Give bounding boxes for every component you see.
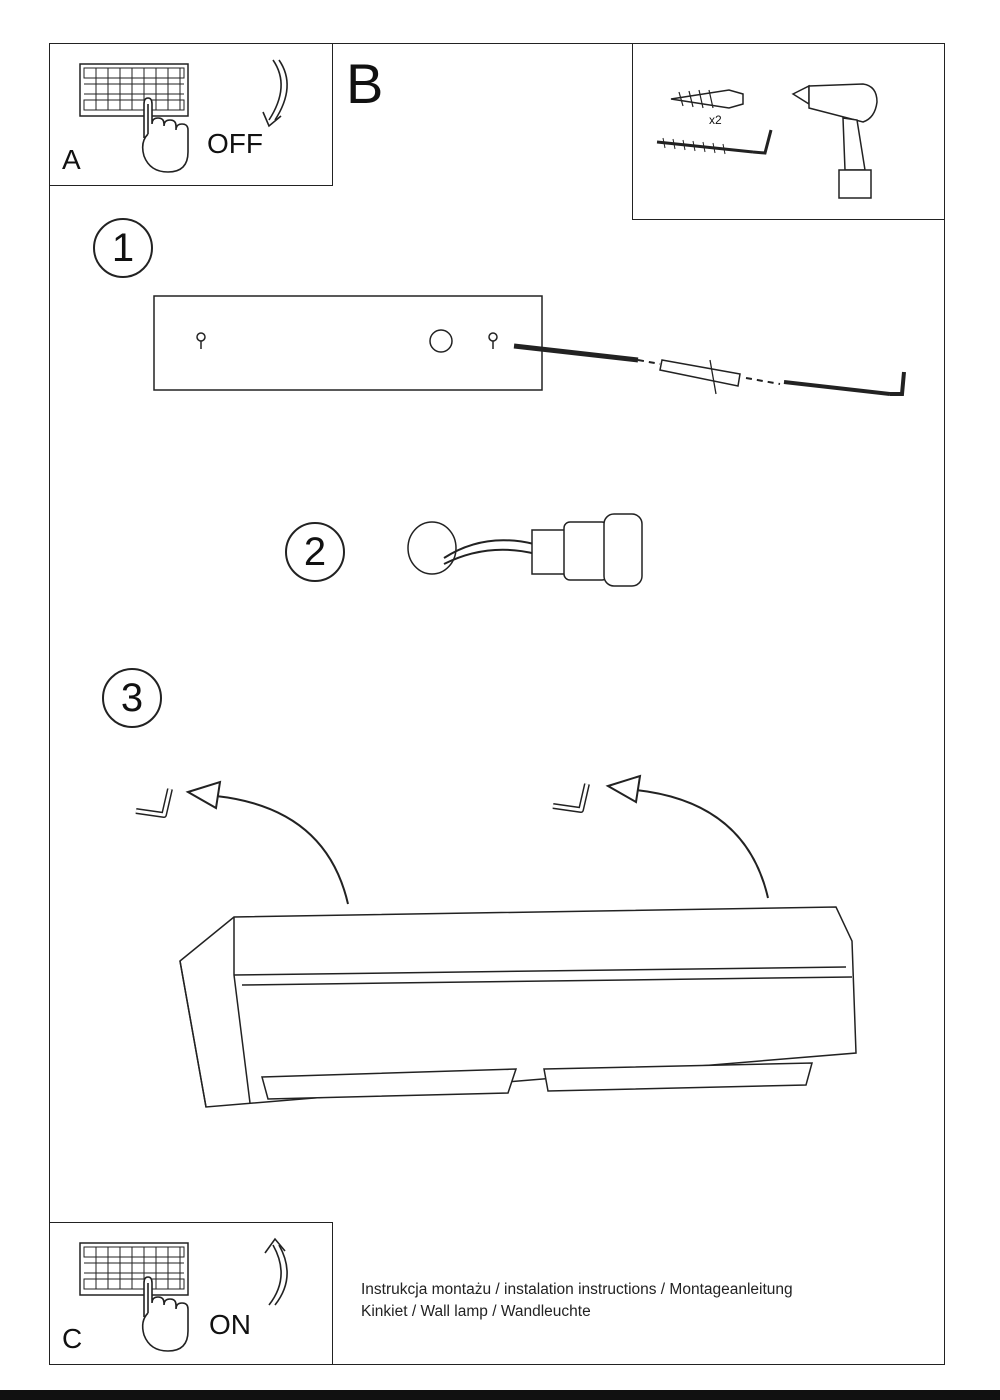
hook-screw-icon	[513, 343, 906, 396]
curved-arrow-icon	[264, 1237, 288, 1306]
panel-c-switch-text: ON	[209, 1309, 251, 1340]
panel-a: OFF A	[49, 43, 333, 186]
curved-arrow-icon	[605, 774, 769, 899]
panel-a-letter: A	[62, 144, 81, 175]
hand-icon	[141, 97, 189, 173]
hook-icon	[135, 788, 173, 818]
hook-screw-icon	[656, 129, 773, 155]
tools-panel: x2	[632, 43, 945, 220]
curved-arrow-icon	[185, 780, 349, 905]
step-1-number: 1	[93, 218, 153, 278]
curved-arrow-icon	[262, 59, 288, 128]
circuit-breaker-icon	[79, 1242, 189, 1296]
panel-c: ON C	[49, 1222, 333, 1365]
wall-plug-icon	[670, 89, 744, 109]
lamp-socket-icon	[407, 513, 643, 587]
panel-a-switch-text: OFF	[207, 128, 263, 159]
drill-icon	[791, 83, 878, 199]
panel-b-letter: B	[346, 52, 384, 115]
bottom-border	[0, 1390, 1000, 1400]
step-3-number: 3	[102, 668, 162, 728]
product-name: Kinkiet / Wall lamp / Wandleuchte	[361, 1303, 591, 1320]
hook-icon	[552, 783, 590, 813]
wall-lamp-icon	[179, 906, 857, 1108]
hand-icon	[141, 1276, 189, 1352]
panel-c-letter: C	[62, 1323, 83, 1354]
instructions-title: Instrukcja montażu / instalation instruc…	[361, 1281, 793, 1298]
plug-quantity: x2	[709, 113, 722, 127]
step-2-number: 2	[285, 522, 345, 582]
mounting-plate-icon	[153, 295, 543, 391]
instruction-sheet-frame	[49, 43, 945, 1365]
